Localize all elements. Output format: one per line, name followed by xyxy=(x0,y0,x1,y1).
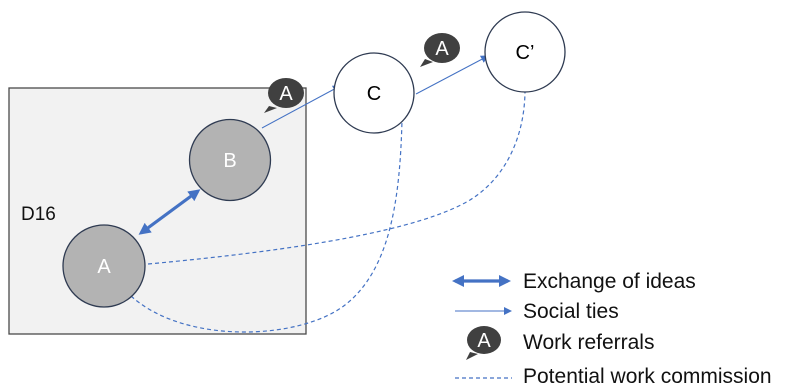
region-label: D16 xyxy=(21,204,56,225)
commission-curve-a-cprime xyxy=(147,89,526,265)
node-c-prime: C’ xyxy=(484,11,566,93)
node-c-prime-label: C’ xyxy=(516,42,535,64)
node-b-label: B xyxy=(223,150,236,172)
node-c-label: C xyxy=(367,83,381,105)
referral-badge-1: A xyxy=(264,78,304,113)
legend-commission-label: Potential work commission xyxy=(523,365,772,388)
node-c: C xyxy=(333,52,415,134)
legend: Exchange of ideas Social ties A Work ref… xyxy=(452,270,772,388)
social-tie-b-c xyxy=(261,85,341,129)
commission-curve-a-c xyxy=(130,119,403,333)
node-b: B xyxy=(188,118,272,202)
legend-referral: A Work referrals xyxy=(466,326,654,360)
referral-badge-1-label: A xyxy=(279,83,293,105)
referral-badge-2-label: A xyxy=(435,38,449,60)
d16-region: D16 xyxy=(8,87,307,335)
node-a-label: A xyxy=(97,256,111,278)
legend-commission: Potential work commission xyxy=(455,365,772,388)
exchange-arrow-a-b xyxy=(138,189,201,235)
legend-social-label: Social ties xyxy=(523,300,619,323)
social-tie-c-cprime xyxy=(415,55,489,95)
legend-exchange: Exchange of ideas xyxy=(452,270,696,293)
legend-referral-label: Work referrals xyxy=(523,331,654,354)
legend-referral-badge-label: A xyxy=(477,330,491,352)
legend-social: Social ties xyxy=(455,300,619,323)
legend-exchange-label: Exchange of ideas xyxy=(523,270,696,293)
referral-badge-2: A xyxy=(420,33,460,67)
node-a: A xyxy=(62,224,146,308)
